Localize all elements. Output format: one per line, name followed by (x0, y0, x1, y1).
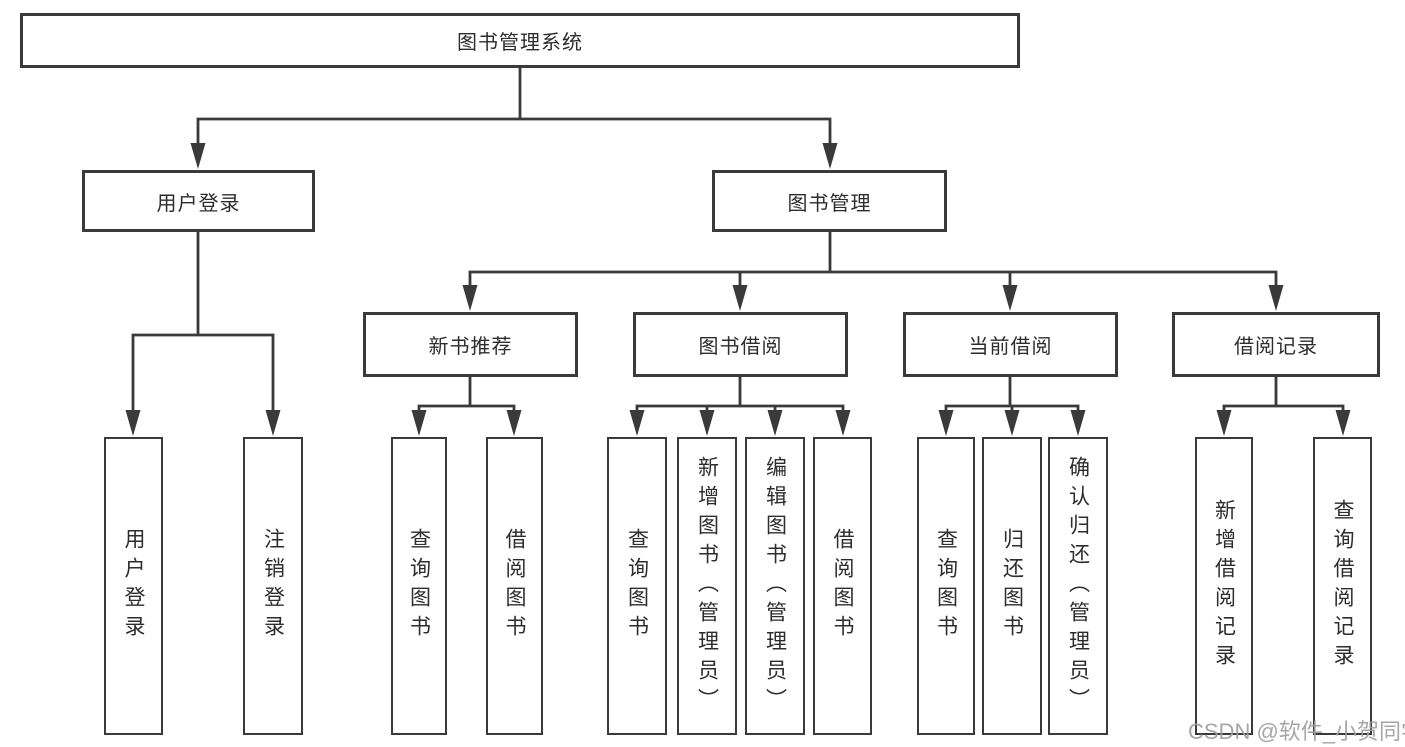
leaf-label: 新增图书（管理员） (695, 455, 719, 717)
leaf-add-borrow-record: 新增借阅记录 (1195, 437, 1253, 735)
node-borrowing-records: 借阅记录 (1172, 312, 1380, 377)
node-book-borrowing: 图书借阅 (633, 312, 848, 377)
leaf-label: 注销登录 (261, 528, 285, 644)
leaf-label: 借阅图书 (503, 528, 526, 644)
node-label: 借阅记录 (1234, 336, 1318, 358)
node-user-login: 用户登录 (82, 170, 315, 232)
leaf-user-login: 用户登录 (104, 437, 163, 735)
leaf-label: 借阅图书 (831, 528, 854, 644)
node-book-management: 图书管理 (712, 170, 947, 232)
leaf-label: 查询图书 (934, 528, 958, 644)
csdn-watermark: CSDN @软件_小贺同学 (1188, 719, 1405, 744)
leaf-label: 查询借阅记录 (1331, 499, 1354, 673)
leaf-borrow-books: 借阅图书 (813, 437, 872, 735)
node-label: 新书推荐 (428, 336, 513, 358)
leaf-add-books-admin: 新增图书（管理员） (677, 437, 737, 735)
leaf-logout: 注销登录 (243, 437, 303, 735)
leaf-borrow-books-recommend: 借阅图书 (486, 437, 543, 735)
arrowheads (125, 143, 1351, 436)
node-label: 图书借阅 (698, 336, 783, 358)
node-library-management-system: 图书管理系统 (20, 13, 1020, 68)
node-label: 图书管理 (787, 192, 872, 215)
leaf-edit-books-admin: 编辑图书（管理员） (745, 437, 805, 735)
node-current-borrowing: 当前借阅 (903, 312, 1118, 377)
leaf-label: 查询图书 (407, 528, 431, 644)
leaf-query-borrow-record: 查询借阅记录 (1313, 437, 1372, 735)
leaf-query-books-current: 查询图书 (917, 437, 975, 735)
node-new-book-recommendation: 新书推荐 (363, 312, 578, 377)
node-label: 图书管理系统 (457, 32, 583, 54)
node-label: 当前借阅 (968, 336, 1053, 358)
leaf-label: 新增借阅记录 (1212, 499, 1236, 673)
leaf-query-books-borrow: 查询图书 (607, 437, 667, 735)
leaf-label: 查询图书 (625, 528, 649, 644)
leaf-query-books-recommend: 查询图书 (391, 437, 447, 735)
leaf-label: 用户登录 (122, 528, 145, 644)
node-label: 用户登录 (156, 192, 241, 215)
leaf-label: 确认归还（管理员） (1066, 455, 1090, 717)
leaf-return-books: 归还图书 (982, 437, 1042, 735)
leaf-label: 编辑图书（管理员） (763, 455, 787, 717)
leaf-confirm-return-admin: 确认归还（管理员） (1048, 437, 1108, 735)
leaf-label: 归还图书 (1000, 528, 1024, 644)
